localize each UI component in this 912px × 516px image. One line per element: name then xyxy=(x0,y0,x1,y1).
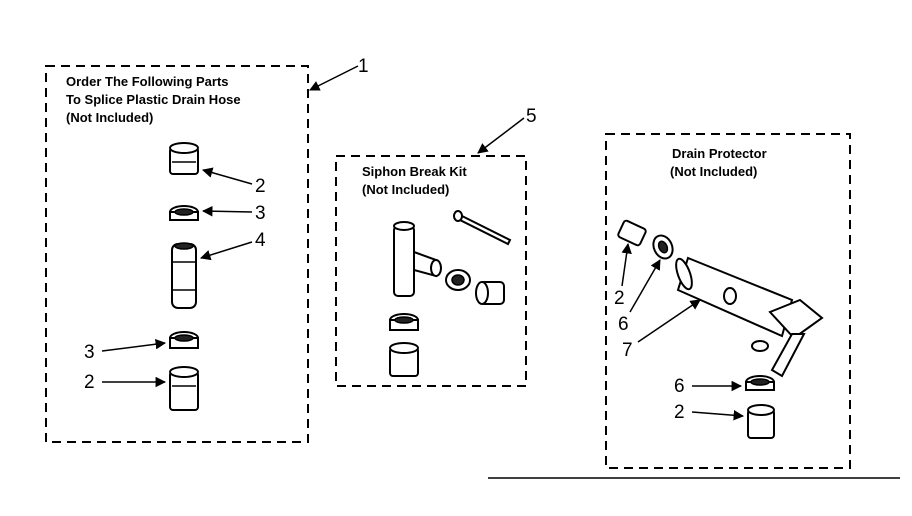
kit-1-label-2-bottom: 2 xyxy=(84,372,95,393)
kit-3-title-line-1: Drain Protector xyxy=(672,146,767,161)
hose-clamp-bottom xyxy=(169,331,199,349)
kit-3-dashed-border xyxy=(605,133,851,469)
kit-siphon-break: Siphon Break Kit (Not Included) 5 xyxy=(335,106,537,387)
siphon-coupling xyxy=(475,281,505,305)
kit-drain-protector: Drain Protector (Not Included) xyxy=(605,133,851,469)
kit-1-label-3-top: 3 xyxy=(255,203,266,224)
kit-3-label-7: 7 xyxy=(622,340,633,361)
kit-2-title-line-2: (Not Included) xyxy=(362,182,449,197)
kit-3-label-6-top: 6 xyxy=(618,314,629,335)
kit-1-leader-3-top xyxy=(201,205,253,217)
hose-adapter-top xyxy=(169,142,199,175)
kit-1-label-2-top: 2 xyxy=(255,176,266,197)
hose-clamp-top xyxy=(169,205,199,221)
kit-3-leader-7 xyxy=(637,299,701,343)
kit-3-label-6-bottom: 6 xyxy=(674,376,685,397)
kit-1-callout-leader xyxy=(309,65,359,91)
siphon-clamp xyxy=(389,313,419,331)
protector-ring-top xyxy=(652,234,674,260)
kit-2-dashed-border xyxy=(335,155,527,387)
kit-1-label-4: 4 xyxy=(255,230,266,251)
protector-body xyxy=(675,256,824,378)
kit-3-leader-2-bottom xyxy=(691,410,745,421)
kit-1-title-line-2: To Splice Plastic Drain Hose xyxy=(66,92,241,107)
kit-1-dashed-border xyxy=(45,65,309,443)
kit-3-leader-2-top xyxy=(621,242,632,287)
kit-1-title-line-1: Order The Following Parts xyxy=(66,74,229,89)
kit-1-title-line-3: (Not Included) xyxy=(66,110,153,125)
kit-3-title-line-2: (Not Included) xyxy=(670,164,757,179)
kit-1-callout-number: 1 xyxy=(358,56,369,77)
protector-ring-bottom xyxy=(745,375,775,391)
kit-3-label-2-bottom: 2 xyxy=(674,402,685,423)
kit-2-callout-leader xyxy=(477,117,525,154)
hose-connector xyxy=(171,242,197,309)
kit-2-title-line-1: Siphon Break Kit xyxy=(362,164,467,179)
kit-3-label-2-top: 2 xyxy=(614,288,625,309)
siphon-ring xyxy=(445,269,471,291)
siphon-adapter xyxy=(389,342,419,377)
siphon-pin xyxy=(453,210,512,246)
kit-1-label-3-bottom: 3 xyxy=(84,342,95,363)
kit-3-leader-6-top xyxy=(629,259,661,313)
hose-adapter-bottom xyxy=(169,366,199,411)
protector-adapter-bottom xyxy=(747,404,775,439)
kit-2-callout-number: 5 xyxy=(526,106,537,127)
protector-adapter-top xyxy=(617,219,647,247)
kit-1-leader-4 xyxy=(199,241,253,261)
kit-splice-hose: Order The Following Parts To Splice Plas… xyxy=(45,56,369,443)
kit-1-leader-2-top xyxy=(201,167,253,185)
kit-1-leader-3-bottom xyxy=(101,338,167,352)
siphon-tee xyxy=(393,221,442,297)
